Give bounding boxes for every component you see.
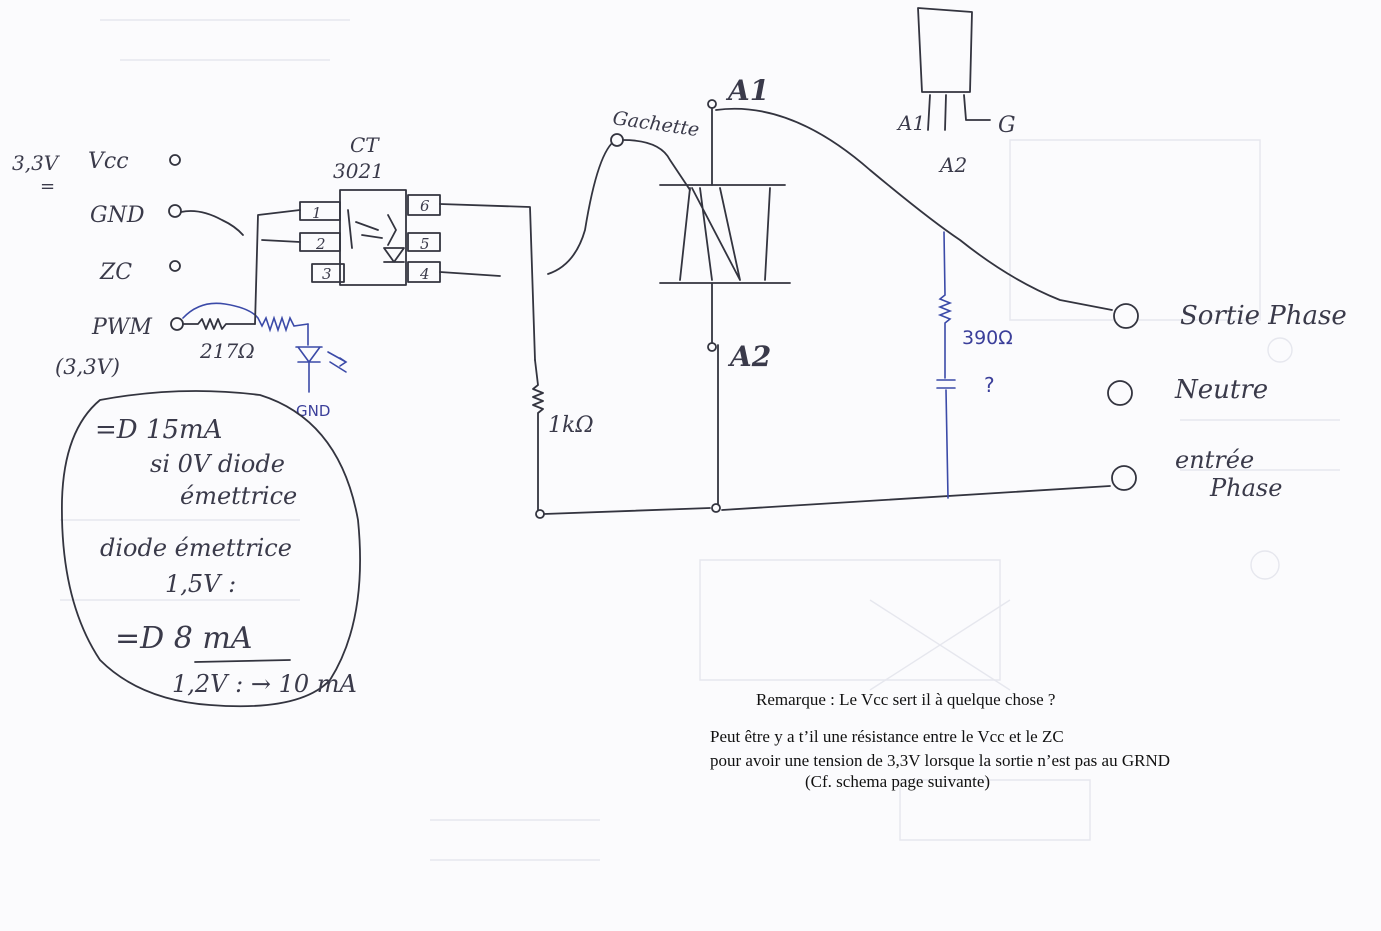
gate-curve-wire <box>547 139 617 275</box>
package-body <box>917 7 973 93</box>
supply-equal-sign: = <box>40 176 55 197</box>
note-line-7: 1,2V : → 10 mA <box>172 670 357 698</box>
snubber-resistor-value: 390Ω <box>962 327 1013 349</box>
a2-node <box>711 503 721 513</box>
opto-name-line1: CT <box>350 133 380 157</box>
opto-pin-5-label: 5 <box>420 235 430 253</box>
note-line-4: diode émettrice <box>100 534 292 562</box>
snubber-wire <box>936 231 956 499</box>
snubber: 390Ω ? <box>936 231 1013 499</box>
package-g-label: G <box>998 113 1016 138</box>
supply-voltage-label: 3,3V <box>12 151 61 175</box>
zc-pin <box>169 260 181 272</box>
remark-line-1: Remarque : Le Vcc sert il à quelque chos… <box>756 690 1056 709</box>
notes-bubble: =D 15mA si 0V diode émettrice diode émet… <box>61 390 361 708</box>
a1-label: A1 <box>725 74 769 107</box>
package-a1-label: A1 <box>896 111 925 135</box>
terminals: Sortie Phase Neutre entrée Phase <box>1107 301 1347 502</box>
opto-pin-6-label: 6 <box>420 197 430 215</box>
pwm-level-label: (3,3V) <box>55 355 120 379</box>
package-leads <box>927 94 991 131</box>
note-line-1: =D 15mA <box>95 415 222 445</box>
pwm-resistor-value: 217Ω <box>199 339 255 363</box>
supply-pins: 3,3V = Vcc GND ZC PWM (3,3V) <box>12 149 244 379</box>
neutral-terminal <box>1107 380 1133 406</box>
opto-pin-1-label: 1 <box>312 204 322 222</box>
a2-lead <box>711 282 719 509</box>
opto-name-line2: 3021 <box>333 159 384 183</box>
remark-line-3: pour avoir une tension de 3,3V lorsque l… <box>710 751 1171 770</box>
remark-line-2: Peut être y a t’il une résistance entre … <box>710 727 1064 746</box>
bottom-rail-wire <box>543 485 1111 515</box>
gate-label: Gachette <box>611 107 700 141</box>
snubber-capacitor-value: ? <box>984 373 995 397</box>
a2-pin <box>707 342 717 352</box>
faint-background-sketch <box>60 19 1340 861</box>
opto-pin-3-label: 3 <box>322 265 332 283</box>
package-a2-label: A2 <box>938 153 967 177</box>
gate-resistor-symbol <box>532 359 544 513</box>
gate-resistor-node <box>535 509 545 519</box>
opto-internal-led <box>347 209 397 249</box>
triac-body <box>679 187 771 281</box>
led-symbol <box>295 346 323 393</box>
gate-pin <box>610 133 624 147</box>
a2-label: A2 <box>727 340 771 373</box>
pwm-blue-wire <box>182 302 309 333</box>
output-phase-terminal <box>1113 303 1139 329</box>
opto-pin-3 <box>311 263 345 283</box>
notes-bubble-outline <box>61 390 361 708</box>
opto-pin-1 <box>299 201 341 221</box>
opto-internal-triac <box>383 247 405 263</box>
gnd-pin <box>168 204 182 218</box>
gate-resistor: 1kΩ <box>532 359 594 519</box>
opto-pin-6 <box>407 194 441 216</box>
note-line-3: émettrice <box>180 482 297 510</box>
note-underline <box>194 659 291 663</box>
optocoupler: CT 3021 1 2 3 6 5 4 <box>299 133 441 286</box>
pwm-resistor <box>182 318 256 330</box>
gnd-wire <box>180 210 244 236</box>
input-phase-terminal <box>1111 465 1137 491</box>
gnd-to-opto-wire <box>254 209 301 325</box>
pwm-resistor-and-led: 217Ω GND <box>182 302 348 420</box>
led-gnd-label: GND <box>296 402 330 420</box>
neutral-label: Neutre <box>1174 375 1268 405</box>
gate-lead <box>622 139 691 191</box>
gate-resistor-value: 1kΩ <box>548 413 594 438</box>
led-light-arrows <box>327 351 348 373</box>
gnd-label: GND <box>90 203 145 228</box>
opto-pin-2-label: 2 <box>315 235 326 253</box>
note-line-6: =D 8 mA <box>115 621 252 656</box>
note-line-5: 1,5V : <box>165 570 236 598</box>
opto-pin4-wire <box>439 271 501 277</box>
opto-pin-4-label: 4 <box>419 265 430 283</box>
a1-pin <box>707 99 717 109</box>
output-phase-label: Sortie Phase <box>1180 301 1347 331</box>
vcc-label: Vcc <box>88 149 129 174</box>
opto-pin-5 <box>407 232 441 252</box>
pwm-label: PWM <box>91 315 152 340</box>
note-line-2: si 0V diode <box>150 450 285 478</box>
triac: Gachette A1 A2 <box>610 74 791 513</box>
pwm-pin <box>170 317 184 331</box>
input-phase-label-line1: entrée <box>1175 446 1254 474</box>
a1-to-output-wire <box>715 107 1113 311</box>
package-sketch: A1 G A2 <box>896 7 1016 177</box>
zc-label: ZC <box>99 260 132 285</box>
vcc-pin <box>169 154 181 166</box>
input-phase-label-line2: Phase <box>1209 474 1282 502</box>
remark-line-4: (Cf. schema page suivante) <box>805 772 991 791</box>
opto-pin6-wire <box>439 203 536 361</box>
